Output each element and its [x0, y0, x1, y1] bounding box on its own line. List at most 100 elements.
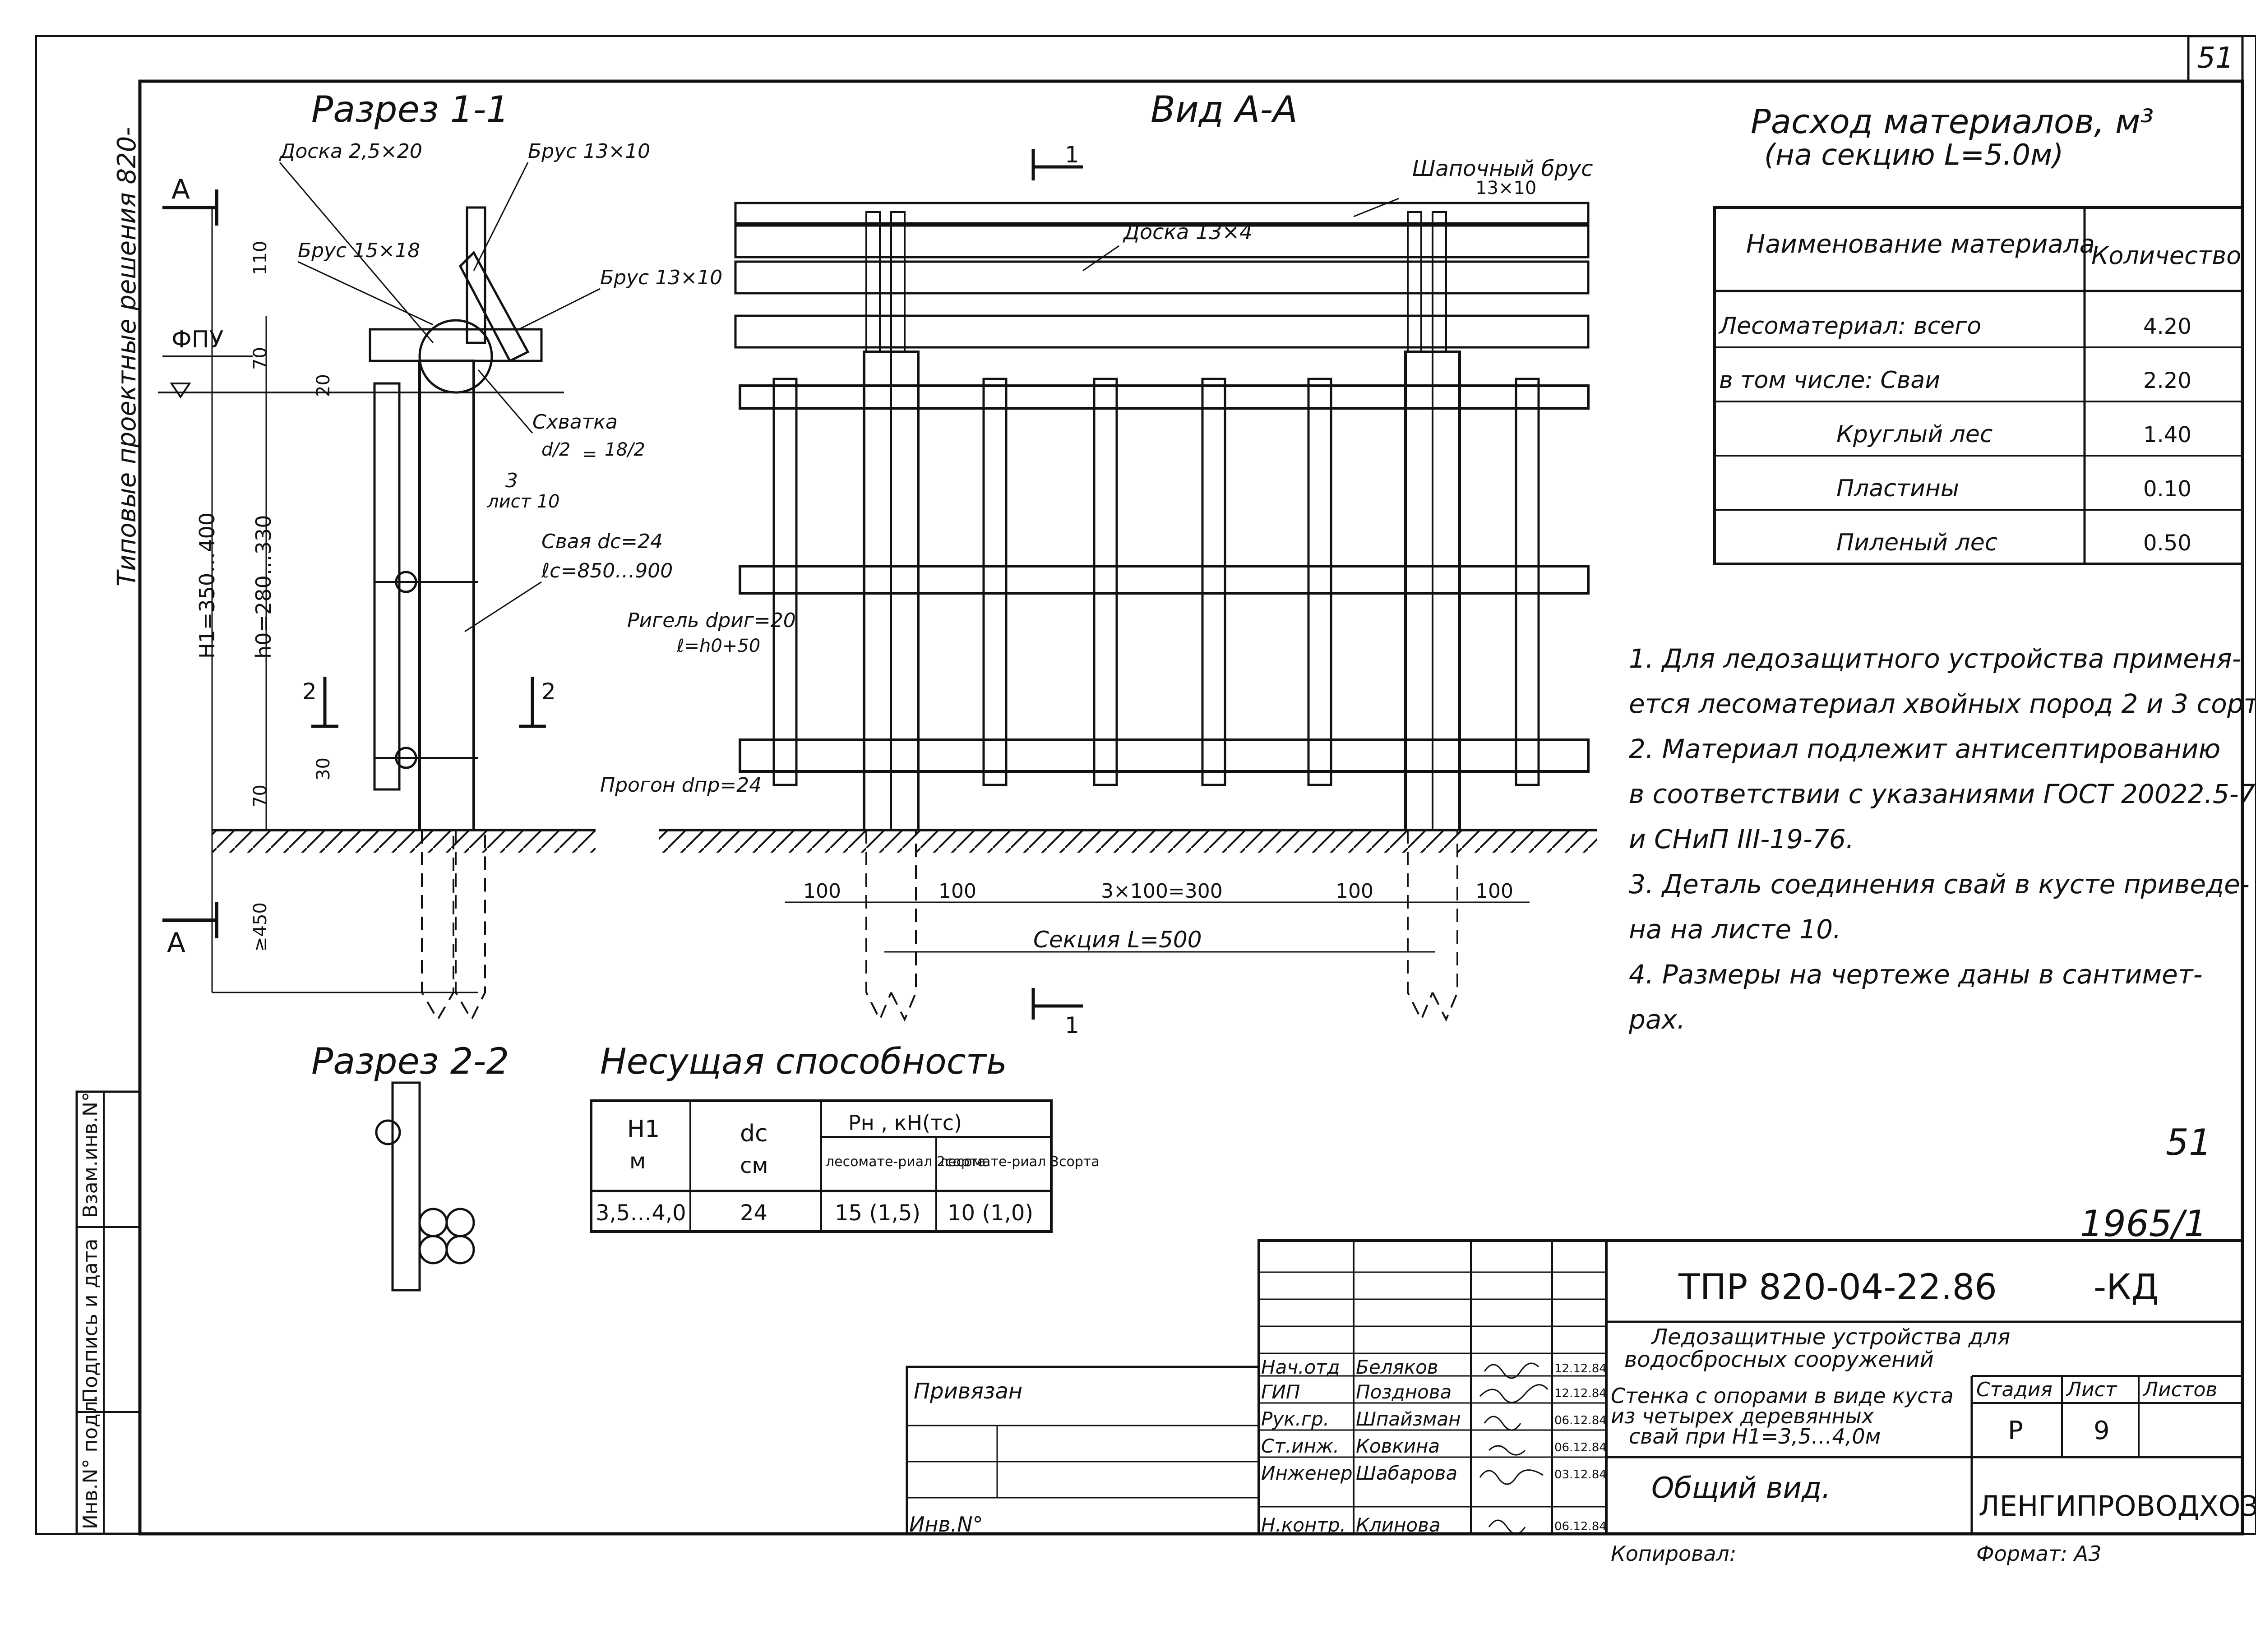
side-label: Типовые проектные решения 820-: [112, 127, 142, 586]
dim-100c: 100: [1336, 880, 1373, 903]
cut-mark-left: 2: [302, 678, 317, 705]
stamp-project-1: Ледозащитные устройства для: [1650, 1324, 2010, 1350]
label-board: Доска 2,5×20: [279, 140, 422, 163]
label-clamp-sheet: лист 10: [487, 491, 559, 512]
label-beam-top: Брус 13×10: [528, 140, 650, 163]
dim-H1: H1=350…400: [195, 512, 219, 659]
stamp-code-suffix: -КД: [2094, 1267, 2159, 1308]
label-clamp-frac-left: d/2: [541, 439, 570, 460]
dim-h0: h0=280…330: [251, 515, 276, 659]
note-line-4: и СНиП III-19-76.: [1629, 824, 1854, 854]
stamp-role-0: Нач.отд: [1261, 1356, 1340, 1378]
materials-row-4-name: Пиленый лес: [1836, 529, 1997, 556]
materials-block: Расход материалов, м³ (на секцию L=5.0м)…: [1713, 102, 2244, 565]
purlin-bottom: [739, 738, 1590, 773]
section11-title: Разрез 1-1: [311, 88, 509, 130]
materials-col-qty: Количество: [2091, 241, 2241, 270]
stamp-inv: Инв.N°: [909, 1512, 983, 1537]
wall-board-3: [734, 314, 1590, 349]
section-2-2: Разрез 2-2: [311, 1040, 509, 1292]
ground: [212, 830, 596, 853]
materials-row-2-qty: 1.40: [2143, 422, 2191, 448]
materials-row-1-qty: 2.20: [2143, 368, 2191, 393]
cut-mark-right: 2: [541, 678, 556, 705]
viewaa-title: Вид А-А: [1151, 88, 1298, 130]
cap-row-p2: 15 (1,5): [835, 1200, 920, 1226]
label-cap-beam-size: 13×10: [1475, 178, 1536, 198]
label-beam-15: Брус 15×18: [298, 239, 420, 262]
capacity-title: Несущая способность: [600, 1042, 1007, 1082]
note-line-0: 1. Для ледозащитного устройства применя-: [1629, 643, 2242, 674]
stamp-date-2: 06.12.84: [1554, 1414, 1607, 1427]
strip-signature-date: Подпись и дата: [79, 1239, 102, 1403]
stamp-desc-1: Стенка с опорами в виде куста: [1611, 1384, 1954, 1408]
label-clamp-num: 3: [505, 469, 518, 492]
stamp-format: Формат: А3: [1976, 1541, 2101, 1566]
stamp-desc-3: свай при H1=3,5…4,0м: [1629, 1424, 1881, 1449]
stamp-name-1: Позднова: [1356, 1381, 1452, 1403]
dim-450: ≥450: [250, 902, 271, 952]
crossbeam-top: [369, 328, 543, 362]
title-block: Привязан Инв.N° ТПР 820-04-22.86 -КД Лед…: [906, 1239, 2256, 1566]
stamp-date-4: 03.12.84: [1554, 1468, 1607, 1481]
stamp-name-2: Шпайзман: [1356, 1408, 1461, 1430]
mark-1-top: 1: [1065, 142, 1079, 168]
label-crossbar: Ригель dриг=20: [627, 609, 796, 632]
cap-row-dc: 24: [740, 1200, 767, 1226]
materials-col-name: Наименование материала: [1746, 230, 2095, 259]
stamp-date-5: 06.12.84: [1554, 1520, 1607, 1533]
stamp-role-5: Н.контр.: [1261, 1514, 1346, 1536]
page-mark-51: 51: [2166, 1121, 2212, 1163]
stamp-role-2: Рук.гр.: [1261, 1408, 1329, 1430]
purlin-top: [739, 384, 1590, 410]
dim-20: 20: [313, 374, 334, 397]
cap-row-p3: 10 (1,0): [948, 1200, 1033, 1226]
stamp-date-1: 12.12.84: [1554, 1387, 1607, 1400]
clamp-circle: [418, 319, 493, 394]
materials-title: Расход материалов, м³: [1751, 102, 2154, 141]
materials-row-3-qty: 0.10: [2143, 476, 2191, 502]
cap-h-h1-unit: м: [629, 1149, 646, 1174]
note-line-6: на на листе 10.: [1629, 914, 1841, 945]
section22-title: Разрез 2-2: [311, 1040, 509, 1082]
materials-row-2-name: Круглый лес: [1836, 421, 1992, 448]
stamp-name-5: Клинова: [1356, 1514, 1441, 1536]
cap-row-h1: 3,5…4,0: [596, 1200, 686, 1226]
pile-main: [418, 360, 475, 831]
stamp-desc-2: из четырех деревянных: [1611, 1404, 1874, 1428]
label-clamp-frac-right: 18/2: [605, 439, 645, 460]
stamp-bound: Привязан: [914, 1379, 1022, 1404]
left-strip: Взам.инв.N° Подпись и дата Инв.N° подл.: [75, 1090, 141, 1535]
stamp-sheets-h: Листов: [2142, 1378, 2217, 1401]
corner-number: 51: [2197, 42, 2233, 75]
note-line-8: рах.: [1628, 1004, 1685, 1035]
note-line-3: в соответствии с указаниями ГОСТ 20022.5…: [1629, 779, 2256, 809]
fpu-label: ФПУ: [171, 326, 224, 353]
wall-board-1: [734, 224, 1590, 258]
materials-row-0-name: Лесоматериал: всего: [1718, 313, 1981, 340]
label-pile: Свая dc=24: [541, 530, 663, 553]
label-beam-13: Брус 13×10: [600, 266, 722, 289]
stamp-name-3: Ковкина: [1356, 1435, 1440, 1457]
mark-1-bottom: 1: [1065, 1012, 1079, 1038]
capacity-block: Несущая способность H1 м dc см Pн , кН(т…: [590, 1042, 1100, 1233]
svg-text:=: =: [582, 444, 597, 465]
note-line-7: 4. Размеры на чертеже даны в сантимет-: [1629, 959, 2203, 990]
dim-70b: 70: [250, 784, 271, 808]
cap-h-p2: лесомате-риал 2сорта: [826, 1154, 986, 1170]
notes: 1. Для ледозащитного устройства применя-…: [1628, 643, 2256, 1035]
materials-row-4-qty: 0.50: [2143, 531, 2191, 556]
cap-h-p: Pн , кН(тс): [848, 1111, 962, 1135]
materials-subtitle: (на секцию L=5.0м): [1764, 138, 2063, 172]
dim-100a: 100: [803, 880, 841, 903]
stamp-stage-h: Стадия: [1976, 1378, 2053, 1401]
label-pile-len: ℓс=850…900: [541, 559, 673, 582]
page-mark-1965: 1965/1: [2080, 1203, 2207, 1245]
stamp-date-3: 06.12.84: [1554, 1441, 1607, 1454]
cap-h-h1: H1: [627, 1116, 660, 1143]
stamp-org: ЛЕНГИПРОВОДХОЗ: [1979, 1490, 2256, 1523]
dim-100d: 100: [1475, 880, 1513, 903]
crossbar: [373, 382, 401, 791]
marker-a-top: А: [171, 174, 190, 205]
